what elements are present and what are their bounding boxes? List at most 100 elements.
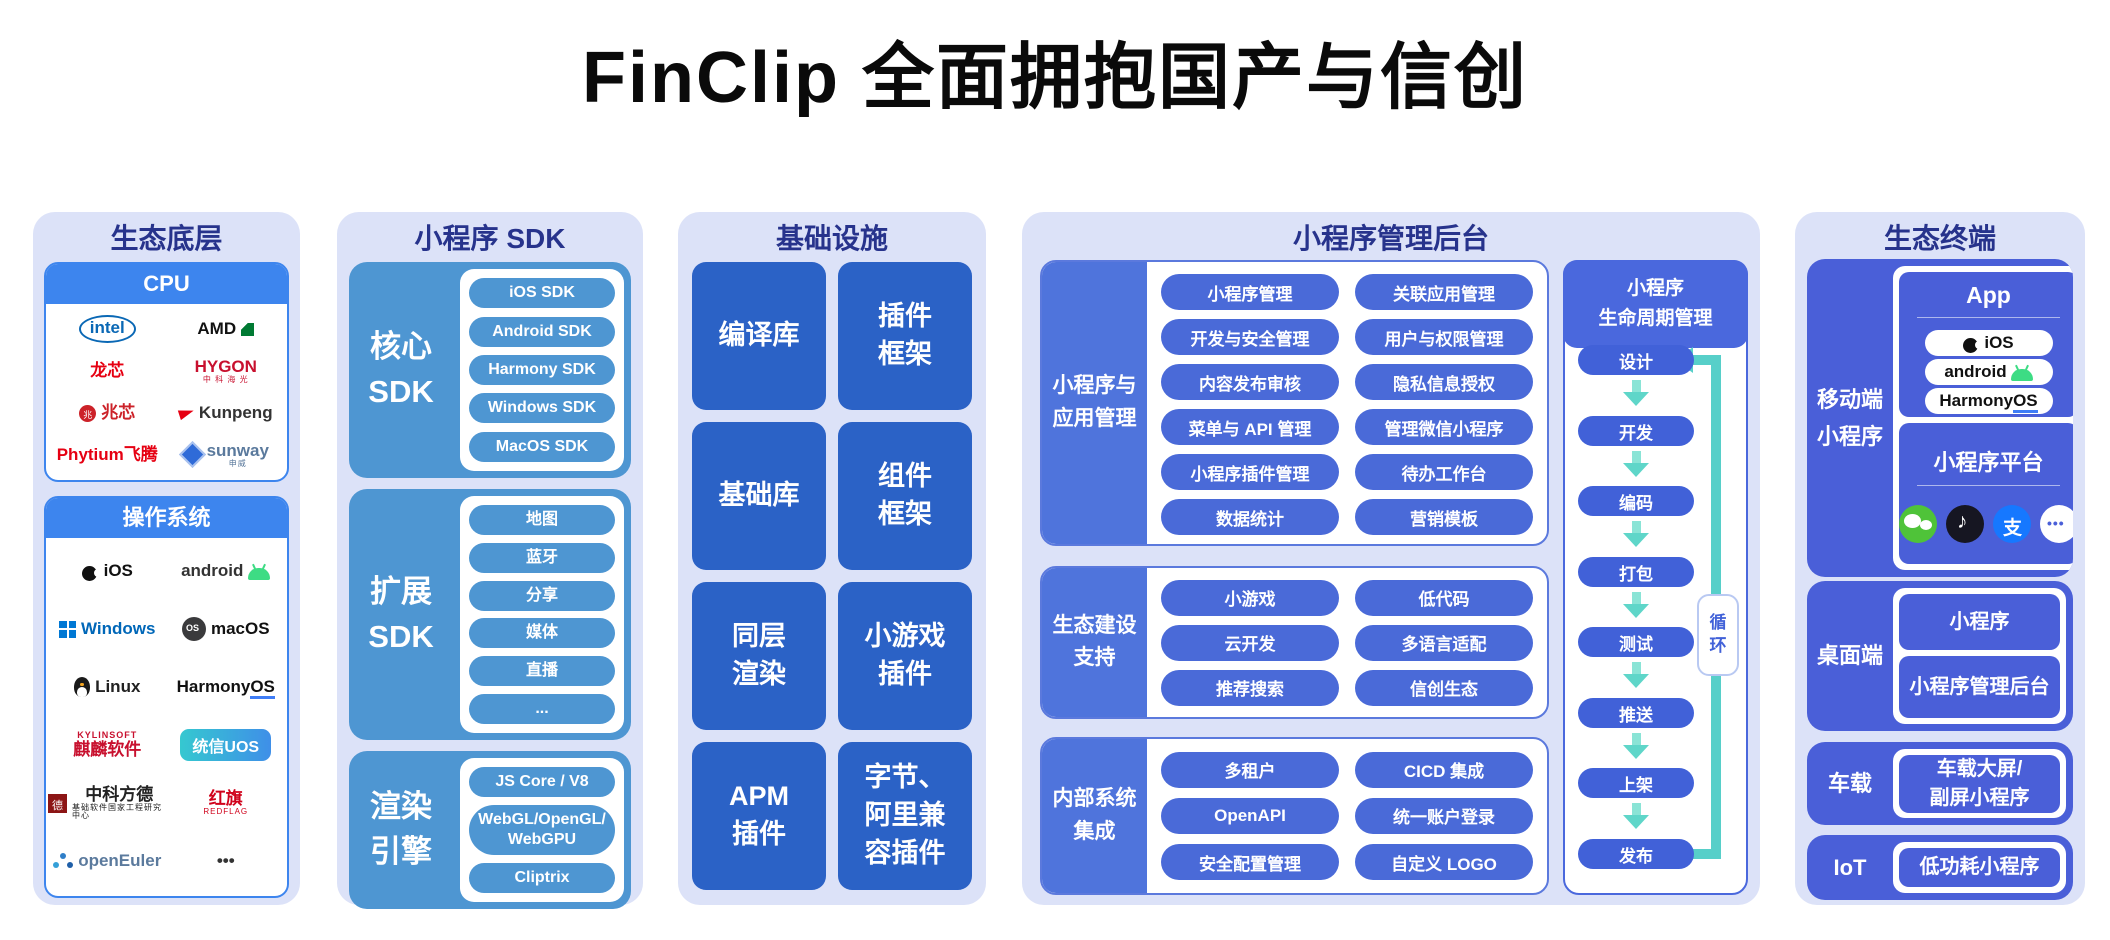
pill: 开发与安全管理 [1161,319,1339,355]
pill: Android SDK [469,316,615,347]
os-panel: 操作系统 iOSandroidWindowsmacOSLinuxHarmonyO… [44,496,289,898]
phytium-label: Phytium飞腾 [56,445,158,465]
pill: Cliptrix [469,863,615,893]
down-arrow-icon [1623,521,1649,547]
pill: ... [469,694,615,725]
pill: 多语言适配 [1355,624,1533,661]
macos-label: macOS [210,619,270,639]
column-title: 小程序 SDK [414,223,566,254]
logo-uos: 统信UOS [180,729,272,761]
app-box-title: App [1966,282,2011,308]
terminal-group-iot: IoT 低功耗小程序 [1807,835,2073,900]
loop-line-bottom [1691,849,1713,859]
infra-box: 基础库 [692,422,826,570]
label-part: OS [250,677,275,700]
kunpeng-icon [177,405,196,421]
fangde-icon [48,793,67,813]
car-box: 车载大屏/ 副屏小程序 [1899,755,2060,813]
box-text: 小程序管理后台 [1909,675,2050,698]
box-text: 小程序 [1949,610,2010,633]
admin-body: 小程序与 应用管理 小程序管理关联应用管理开发与安全管理用户与权限管理内容发布审… [1040,260,1748,895]
logo-amd: AMD [197,320,255,338]
pill: 内容发布审核 [1161,364,1339,400]
ios-label: iOS [103,561,133,581]
hygon-label: HYGON [194,356,257,376]
pill: 安全配置管理 [1161,844,1339,881]
amd-icon [241,322,255,336]
logo-sub: 申威 [228,458,247,468]
linux-label: Linux [95,677,141,697]
sdk-group-extension: 扩展 SDK 地图蓝牙分享媒体直播... [349,489,631,740]
logo-text: 中科方德基础软件国家工程研究中心 [72,785,167,821]
column-title: 生态终端 [1883,223,1996,254]
loongson-label: 龙芯 [90,361,125,381]
android-icon [2010,368,2033,381]
sunway-icon [178,441,206,469]
kylin-label: 麒麟软件 [73,739,142,759]
box-text: 车载大屏/ 副屏小程序 [1929,758,2030,809]
cpu-header: CPU [46,264,287,304]
terminal-group-desktop: 桌面端 小程序 小程序管理后台 [1807,581,2073,731]
wechat-icon [1899,505,1937,543]
infra-box: 插件 框架 [838,262,972,410]
pill: 信创生态 [1355,669,1533,706]
desktop-box-miniapp: 小程序 [1899,594,2060,650]
pill: 数据统计 [1161,499,1339,535]
infra-box: APM 插件 [692,742,826,890]
pill: 关联应用管理 [1355,274,1533,310]
logo-macos: macOS [181,617,270,641]
down-arrow-icon [1623,733,1649,759]
logo-text: Kunpeng [199,404,273,422]
alipay-icon [1993,505,2031,543]
more-label: ••• [216,851,235,871]
harmonyos-label: HarmonyOS [177,677,275,700]
pill: iOS SDK [469,278,615,309]
pill: 地图 [469,504,615,535]
pill: 小程序管理 [1161,274,1339,310]
openeuler-label: openEuler [78,851,162,871]
terminal-group-label: 车载 [1827,770,1872,796]
windows-label: Windows [81,619,156,639]
label-part: Harmony [1939,391,2014,410]
column-admin-backend: 小程序管理后台 小程序与 应用管理 小程序管理关联应用管理开发与安全管理用户与权… [1022,212,1760,905]
down-arrow-icon [1623,803,1649,829]
logo-text: macOS [211,620,270,638]
terminal-group-car: 车载 车载大屏/ 副屏小程序 [1807,742,2073,825]
admin-pill-list: 小游戏低代码云开发多语言适配推荐搜索信创生态 [1147,568,1547,717]
terminal-group-label: 移动端 小程序 [1816,386,1883,449]
app-pill-harmonyos: HarmonyOS [1924,388,2053,414]
column-title: 基础设施 [775,223,888,254]
divider [1916,317,2061,318]
logo-openeuler: openEuler [53,852,161,870]
pill: 管理微信小程序 [1355,409,1533,445]
pill: Windows SDK [469,393,615,424]
logo-more: ••• [217,852,235,870]
admin-group-label: 小程序与 应用管理 [1042,262,1147,544]
pill: 自定义 LOGO [1355,844,1533,881]
pill: 统一账户登录 [1355,797,1533,834]
infra-box: 组件 框架 [838,422,972,570]
pill: 推荐搜索 [1161,669,1339,706]
infra-box: 同层 渲染 [692,582,826,730]
logo-text: 兆芯 [101,404,135,422]
pill: 低代码 [1355,579,1533,616]
admin-pill-list: 小程序管理关联应用管理开发与安全管理用户与权限管理内容发布审核隐私信息授权菜单与… [1147,262,1547,544]
